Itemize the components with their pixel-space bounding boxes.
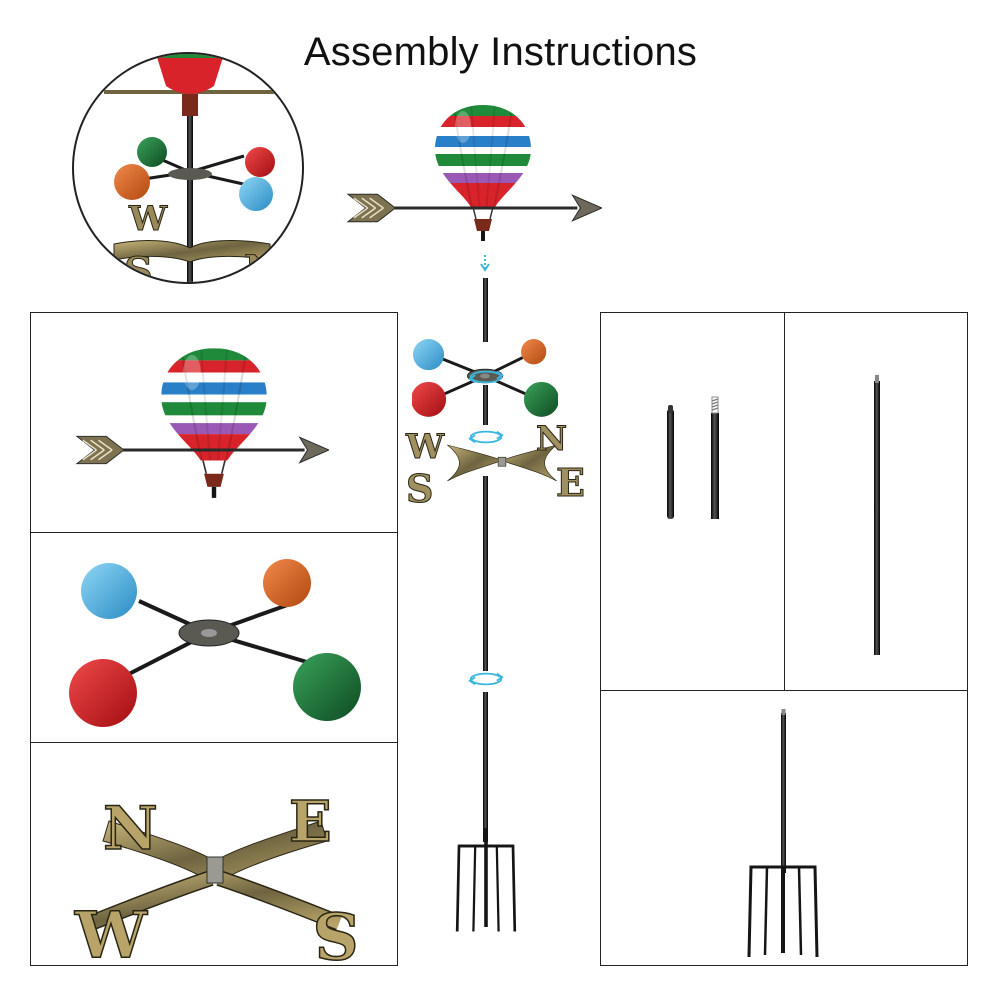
assembled-weathervane: W S N E (346, 100, 602, 934)
letter-s: S (313, 897, 359, 967)
letter-s: S (124, 249, 153, 284)
letter-e: E (556, 460, 585, 505)
letter-e: E (289, 789, 332, 855)
balloon-top (433, 102, 533, 241)
panel-rods-short (600, 312, 786, 692)
panel-rod-long (784, 312, 968, 692)
ground-stake (455, 828, 517, 934)
letter-n: N (244, 247, 281, 284)
letter-w: W (128, 199, 168, 239)
page-title: Assembly Instructions (303, 30, 698, 74)
detail-magnifier: W S N (72, 52, 304, 284)
letter-w: W (74, 898, 148, 967)
panel-balloon-arrow (30, 312, 398, 534)
letter-n: N (536, 419, 567, 459)
letter-w: W (405, 427, 445, 467)
letter-s: S (406, 466, 433, 511)
rotate-arrow-icon (468, 672, 504, 686)
panel-directions: N E W S (30, 742, 398, 967)
letter-n: N (103, 794, 158, 864)
panel-stake (600, 690, 968, 966)
rotate-arrow-icon (468, 430, 504, 444)
panel-wind-cups (30, 532, 398, 744)
